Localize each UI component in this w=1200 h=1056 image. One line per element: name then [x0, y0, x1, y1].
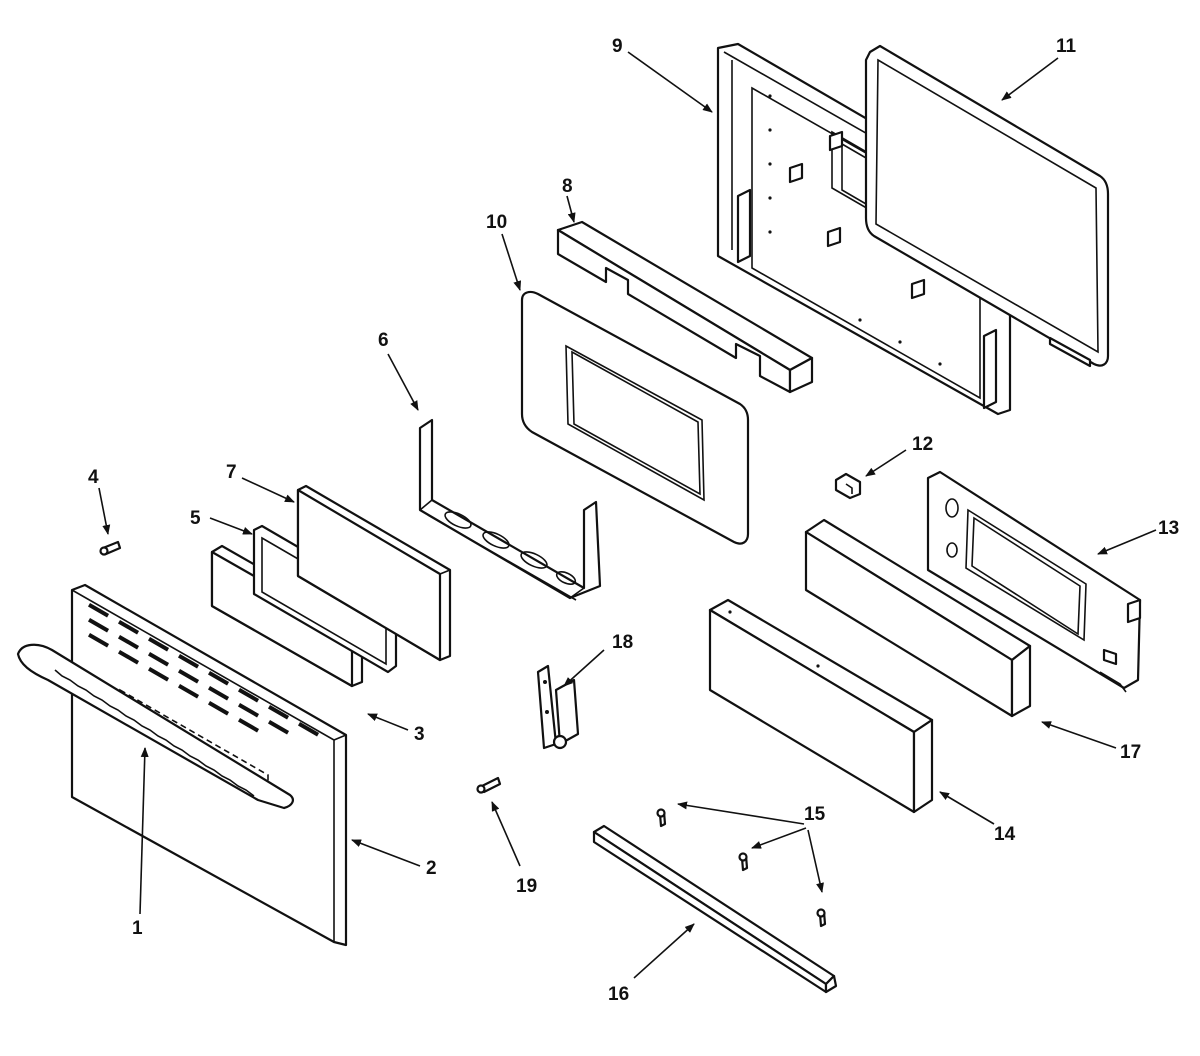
- label-2: 2: [426, 858, 437, 879]
- label-8: 8: [562, 176, 573, 197]
- leader-9: [627, 51, 713, 113]
- part-6-insulation-channel: [418, 418, 602, 601]
- part-10-window-frame: [520, 290, 750, 545]
- part-11-door-gasket: [864, 44, 1110, 368]
- part-1-handle: [16, 643, 294, 810]
- leader-13: [1097, 529, 1157, 555]
- label-5: 5: [190, 508, 201, 529]
- label-7: 7: [226, 462, 237, 483]
- label-19: 19: [516, 876, 537, 897]
- label-14: 14: [994, 824, 1016, 845]
- label-15: 15: [804, 804, 826, 825]
- part-9-inner-door-liner: [716, 42, 1012, 416]
- leader-11: [1001, 57, 1059, 101]
- leader-12: [865, 449, 907, 477]
- leader-18: [563, 649, 605, 687]
- label-3: 3: [414, 724, 425, 745]
- leader-15b: [751, 827, 807, 849]
- leader-19: [491, 801, 521, 867]
- leader-3: [367, 713, 409, 731]
- part-17-rear-panel: [804, 518, 1032, 718]
- part-4-screw: [99, 540, 122, 556]
- callout-labels: 1 2 3 4 5 6 7 8 9 10 11 12 13 14 15 16 1…: [88, 36, 1179, 1005]
- label-16: 16: [608, 984, 629, 1005]
- label-4: 4: [88, 467, 99, 488]
- part-13-hinge-frame: [926, 470, 1142, 693]
- part-15-screws: [656, 808, 827, 928]
- part-3-inner-glass: [210, 544, 364, 688]
- label-11: 11: [1056, 36, 1077, 57]
- leader-5: [209, 517, 253, 535]
- part-19-screw: [476, 776, 502, 794]
- leader-14: [939, 791, 995, 825]
- leader-15c: [807, 829, 824, 893]
- part-8-top-baffle: [556, 220, 814, 394]
- label-17: 17: [1120, 742, 1141, 763]
- label-9: 9: [612, 36, 623, 57]
- leader-6: [387, 353, 419, 411]
- leader-17: [1041, 721, 1117, 749]
- part-18-hinge-bracket: [536, 664, 580, 750]
- leader-10: [501, 233, 522, 291]
- part-7-middle-glass: [296, 484, 452, 662]
- part-14-insulation-blanket: [708, 598, 934, 814]
- leader-8: [566, 195, 576, 223]
- leader-2: [351, 839, 421, 867]
- label-1: 1: [132, 918, 143, 939]
- label-13: 13: [1158, 518, 1179, 539]
- label-10: 10: [486, 212, 507, 233]
- leader-16: [633, 923, 695, 979]
- leader-1: [139, 747, 149, 915]
- leader-15a: [677, 801, 805, 825]
- label-18: 18: [612, 632, 633, 653]
- leader-7: [241, 477, 295, 503]
- leader-4: [98, 487, 111, 535]
- part-12-clip: [834, 472, 862, 500]
- part-16-trim-strip: [592, 824, 838, 994]
- label-12: 12: [912, 434, 933, 455]
- label-6: 6: [378, 330, 389, 351]
- leader-lines: [98, 51, 1157, 979]
